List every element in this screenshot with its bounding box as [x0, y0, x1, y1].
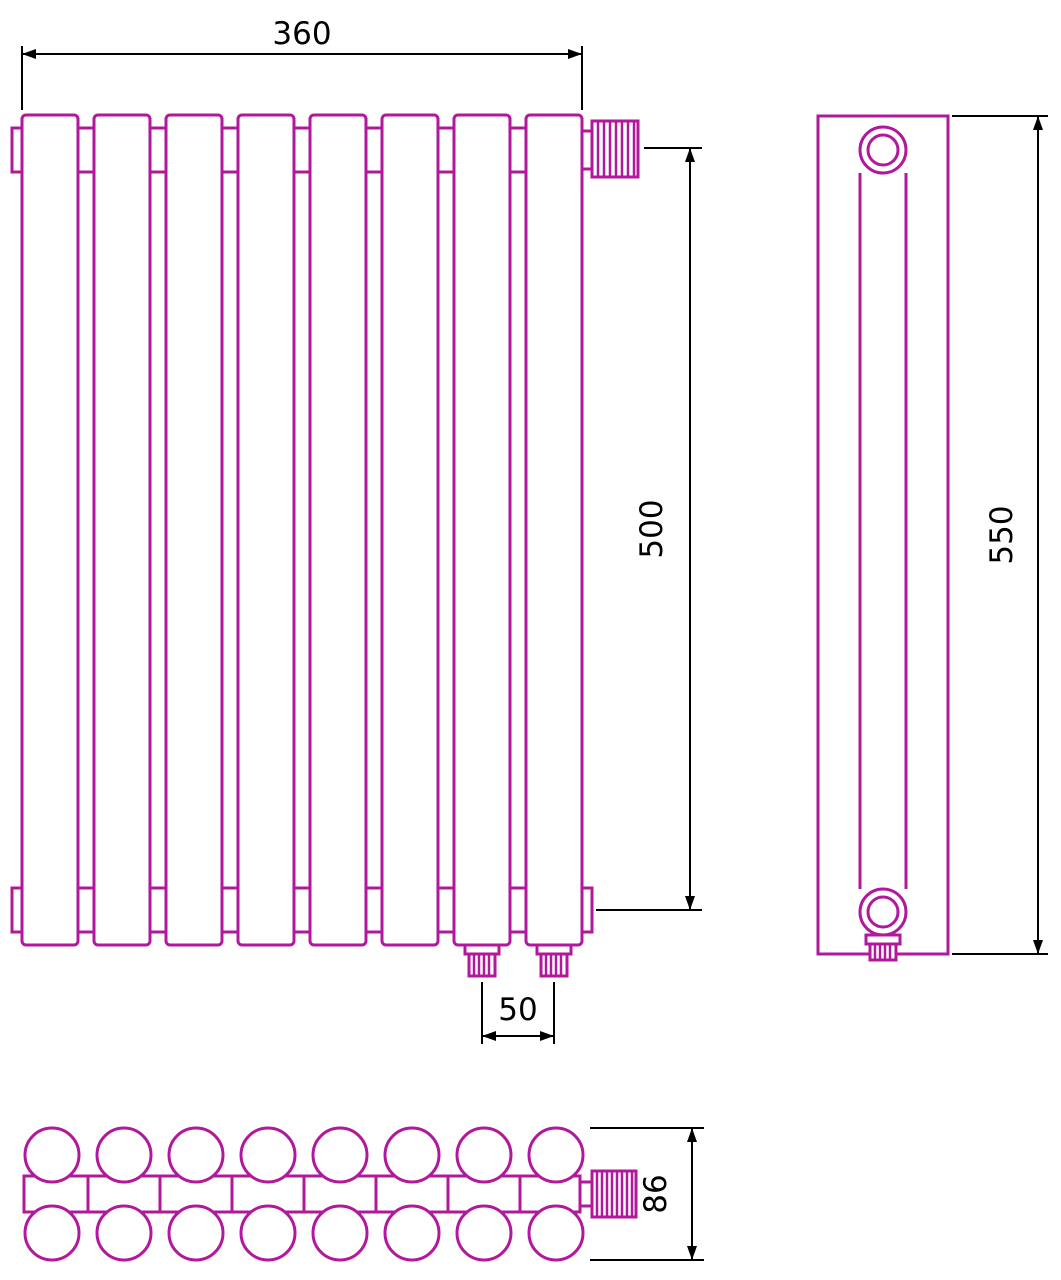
valve-head-topview	[578, 1169, 638, 1219]
tube-section-top	[527, 1126, 585, 1184]
tube-section-bottom	[527, 1204, 585, 1262]
arrowhead-top	[685, 148, 695, 162]
tube-section-bottom	[383, 1204, 441, 1262]
radiator-section	[20, 113, 80, 947]
tube-section-top	[95, 1126, 153, 1184]
section-connector-bottom	[508, 886, 528, 934]
tube-section-bottom	[23, 1204, 81, 1262]
side-stub-bottom-left	[10, 886, 24, 934]
arrowhead-top	[1033, 116, 1043, 130]
front-view	[10, 113, 640, 978]
side-stub-bottom-right	[580, 886, 594, 934]
arrowhead-bottom	[1033, 940, 1043, 954]
section-connector-bottom	[220, 886, 240, 934]
tube-section-bottom	[239, 1204, 297, 1262]
section-connector-top	[148, 126, 168, 174]
section-connector-bottom	[148, 886, 168, 934]
section-connector-top	[220, 126, 240, 174]
tube-section-top	[23, 1126, 81, 1184]
tube-section-bottom	[167, 1204, 225, 1262]
collector-pipe-bottom-inner	[866, 895, 900, 929]
section-connector-bottom	[436, 886, 456, 934]
radiator-section	[452, 113, 512, 947]
arrowhead-right	[568, 49, 582, 59]
valve-knurled-head	[590, 1169, 638, 1219]
section-connector-top	[436, 126, 456, 174]
tube-section-top	[167, 1126, 225, 1184]
tube-section-top	[455, 1126, 513, 1184]
tube-section-top	[383, 1126, 441, 1184]
tube-section-bottom	[311, 1204, 369, 1262]
dimension-depth: 86	[590, 1127, 704, 1261]
tube-section-bottom	[455, 1204, 513, 1262]
section-connector-bottom	[76, 886, 96, 934]
radiator-section	[164, 113, 224, 947]
side-bottom-fitting	[864, 933, 902, 962]
arrowhead-left	[482, 1031, 496, 1041]
dimension-overall-height-label: 550	[984, 505, 1020, 564]
radiator-section	[380, 113, 440, 947]
radiator-section	[92, 113, 152, 947]
radiator-section	[308, 113, 368, 947]
bottom-fitting-right	[535, 943, 573, 978]
section-connector-bottom	[364, 886, 384, 934]
side-profile	[816, 114, 950, 956]
arrowhead-right	[540, 1031, 554, 1041]
section-connector-top	[508, 126, 528, 174]
tube-section-bottom	[95, 1204, 153, 1262]
arrowhead-left	[22, 49, 36, 59]
bottom-fitting-left	[463, 943, 501, 978]
collector-bar	[22, 1174, 582, 1214]
section-connector-top	[364, 126, 384, 174]
radiator-section	[236, 113, 296, 947]
side-view	[816, 114, 950, 962]
top-view	[22, 1126, 638, 1262]
radiator-section	[524, 113, 584, 947]
tube-section-top	[311, 1126, 369, 1184]
valve-head-top	[580, 119, 640, 179]
dimension-height: 500	[596, 147, 702, 911]
section-connector-top	[76, 126, 96, 174]
section-connector-top	[292, 126, 312, 174]
arrowhead-bottom	[685, 896, 695, 910]
dimension-overall-height: 550	[952, 115, 1048, 955]
dimension-pipe-spacing: 50	[481, 982, 555, 1044]
dimension-depth-label: 86	[638, 1174, 674, 1213]
valve-stem	[578, 1180, 594, 1208]
side-stub-top-left	[10, 126, 24, 174]
arrowhead-top	[687, 1128, 697, 1142]
tube-section-top	[239, 1126, 297, 1184]
dimension-width-label: 360	[272, 16, 331, 52]
section-connector-bottom	[292, 886, 312, 934]
dimension-width: 360	[21, 16, 583, 110]
arrowhead-bottom	[687, 1246, 697, 1260]
dimension-height-label: 500	[634, 499, 670, 558]
dimension-pipe-spacing-label: 50	[498, 992, 537, 1028]
collector-pipe-top-inner	[866, 133, 900, 167]
